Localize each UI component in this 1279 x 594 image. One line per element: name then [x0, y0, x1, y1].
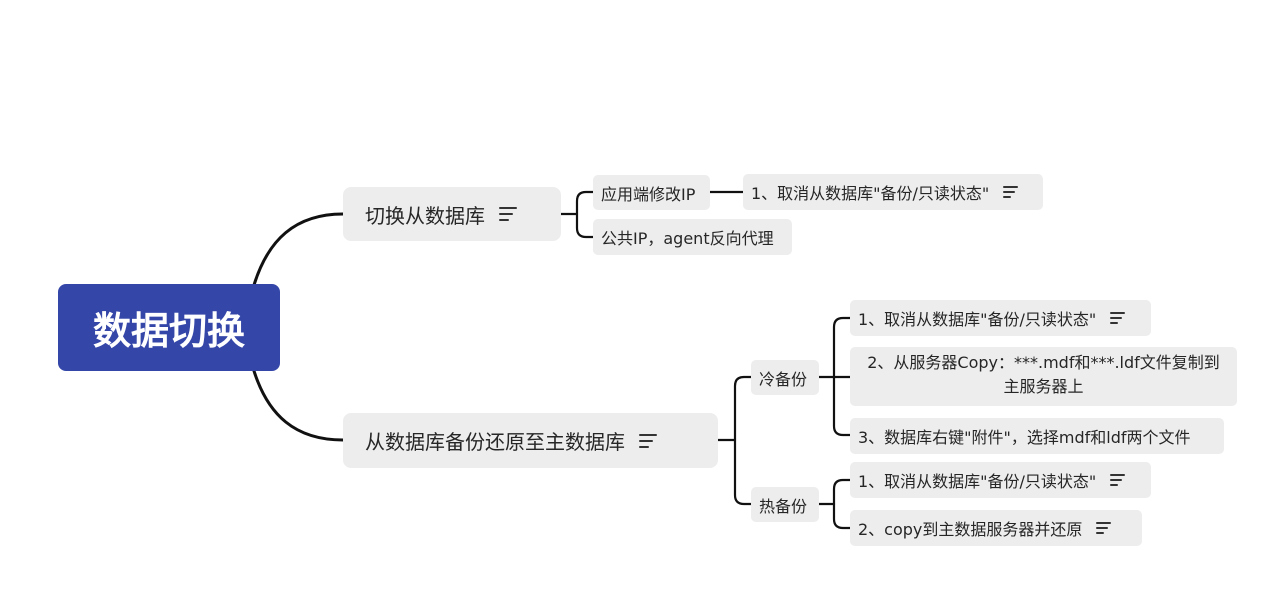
root-topic-label: 数据切换 [92, 309, 245, 353]
topic-label: 冷备份 [759, 369, 808, 389]
topic-cold-step-1[interactable]: 1、取消从数据库"备份/只读状态" [850, 300, 1151, 336]
connector-branch1-fork [575, 190, 595, 239]
topic-label: 热备份 [759, 496, 808, 516]
topic-hot-backup[interactable]: 热备份 [751, 487, 819, 522]
note-icon[interactable] [1096, 522, 1112, 535]
note-icon[interactable] [639, 433, 657, 449]
topic-label: 1、取消从数据库"备份/只读状态" [858, 472, 1097, 491]
topic-public-ip-agent[interactable]: 公共IP，agent反向代理 [593, 219, 792, 255]
topic-label: 应用端修改IP [601, 184, 696, 204]
topic-cold-backup[interactable]: 冷备份 [751, 360, 819, 395]
connector-root-branch1 [252, 212, 345, 287]
connector-hot-fork [832, 478, 852, 530]
branch-switch-slave-db[interactable]: 切换从数据库 [343, 187, 561, 241]
connector-branch2-fork [733, 375, 753, 506]
topic-label: 3、数据库右键"附件"，选择mdf和ldf两个文件 [858, 428, 1191, 447]
note-icon[interactable] [1110, 312, 1126, 325]
note-icon[interactable] [499, 206, 517, 222]
topic-label-line-2: 主服务器上 [1003, 377, 1084, 396]
topic-hot-step-2[interactable]: 2、copy到主数据服务器并还原 [850, 510, 1142, 546]
topic-cancel-readonly[interactable]: 1、取消从数据库"备份/只读状态" [743, 174, 1043, 210]
note-icon[interactable] [1110, 474, 1126, 487]
topic-label-line-1: 2、从服务器Copy：***.mdf和***.ldf文件复制到 [867, 353, 1220, 372]
note-icon[interactable] [1003, 186, 1019, 199]
topic-cold-step-3[interactable]: 3、数据库右键"附件"，选择mdf和ldf两个文件 [850, 418, 1224, 454]
topic-modify-ip[interactable]: 应用端修改IP [593, 175, 710, 210]
branch-restore-to-master[interactable]: 从数据库备份还原至主数据库 [343, 413, 718, 468]
topic-label: 1、取消从数据库"备份/只读状态" [751, 184, 990, 203]
connector-root-branch2 [252, 369, 345, 442]
branch-label: 从数据库备份还原至主数据库 [365, 430, 625, 454]
topic-label: 2、copy到主数据服务器并还原 [858, 520, 1083, 539]
topic-label: 公共IP，agent反向代理 [601, 229, 774, 248]
topic-hot-step-1[interactable]: 1、取消从数据库"备份/只读状态" [850, 462, 1151, 498]
branch-label: 切换从数据库 [365, 203, 485, 228]
topic-cold-step-2[interactable]: 2、从服务器Copy：***.mdf和***.ldf文件复制到 主服务器上 [850, 347, 1237, 406]
root-topic[interactable]: 数据切换 [58, 284, 280, 371]
topic-label: 1、取消从数据库"备份/只读状态" [858, 310, 1097, 329]
